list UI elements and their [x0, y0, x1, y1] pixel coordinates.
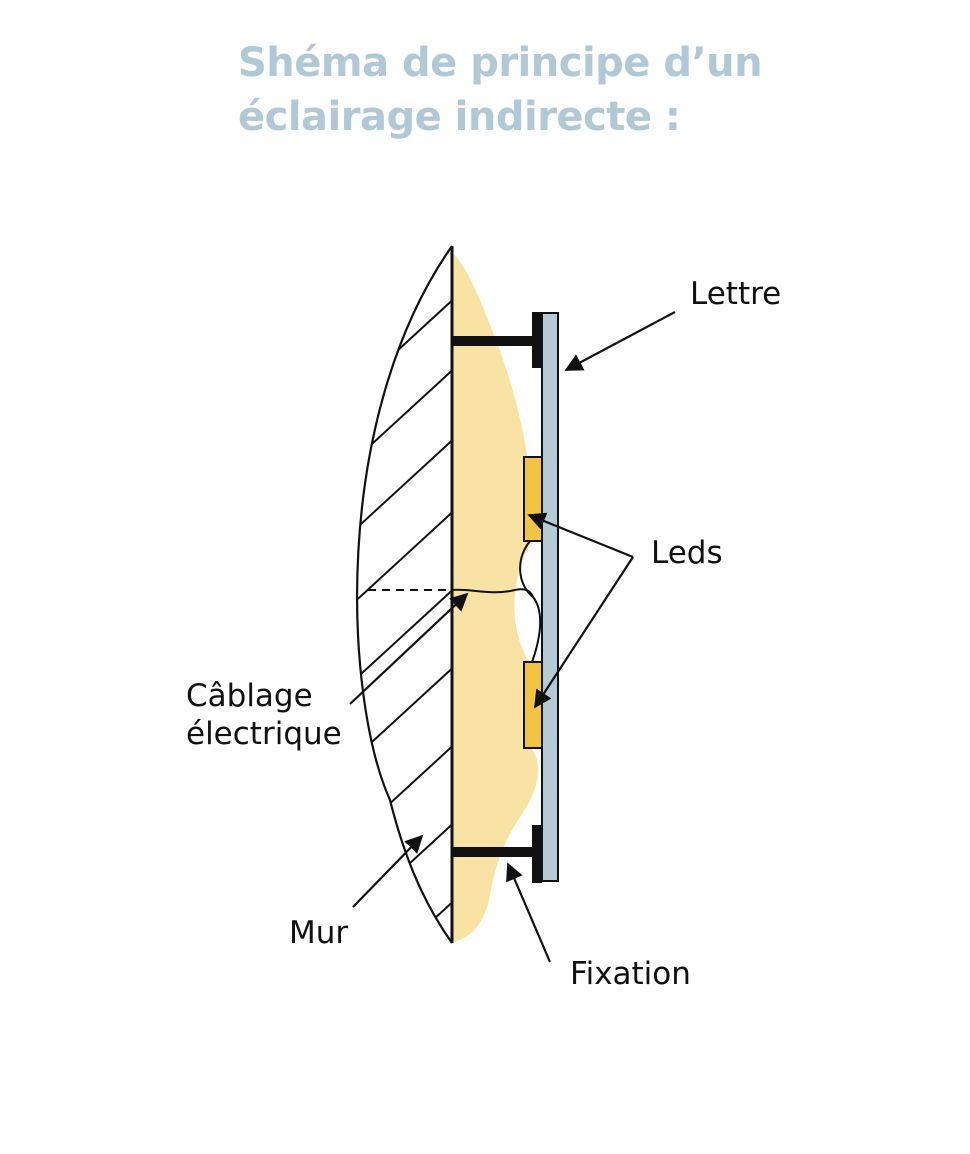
label-fixation: Fixation	[570, 956, 691, 992]
wall-outline	[356, 245, 453, 944]
diagram-title: Shéma de principe d’un éclairage indirec…	[238, 36, 763, 144]
title-line-1: Shéma de principe d’un	[238, 40, 763, 86]
light-glow	[452, 252, 539, 942]
leds-arrow-top	[527, 512, 634, 559]
electrical-wiring	[451, 540, 542, 663]
cablage-arrow	[349, 592, 469, 705]
label-mur: Mur	[289, 915, 349, 951]
led-bottom	[523, 661, 543, 749]
label-lettre: Lettre	[690, 276, 782, 312]
annotation-arrows	[349, 311, 676, 963]
label-cablage-line1: Câblage	[186, 678, 313, 714]
fixation-arrow	[506, 862, 552, 963]
mur-arrow	[352, 834, 424, 908]
letter-panel	[541, 312, 559, 882]
title-line-2: éclairage indirecte :	[238, 94, 681, 140]
label-leds: Leds	[651, 535, 723, 571]
label-cablage-line2: électrique	[186, 716, 342, 752]
led-top	[523, 456, 543, 542]
leds-arrow-bottom	[534, 556, 634, 709]
fixation-bottom	[452, 825, 542, 883]
lettre-arrow	[564, 311, 676, 371]
fixation-top	[452, 312, 542, 368]
